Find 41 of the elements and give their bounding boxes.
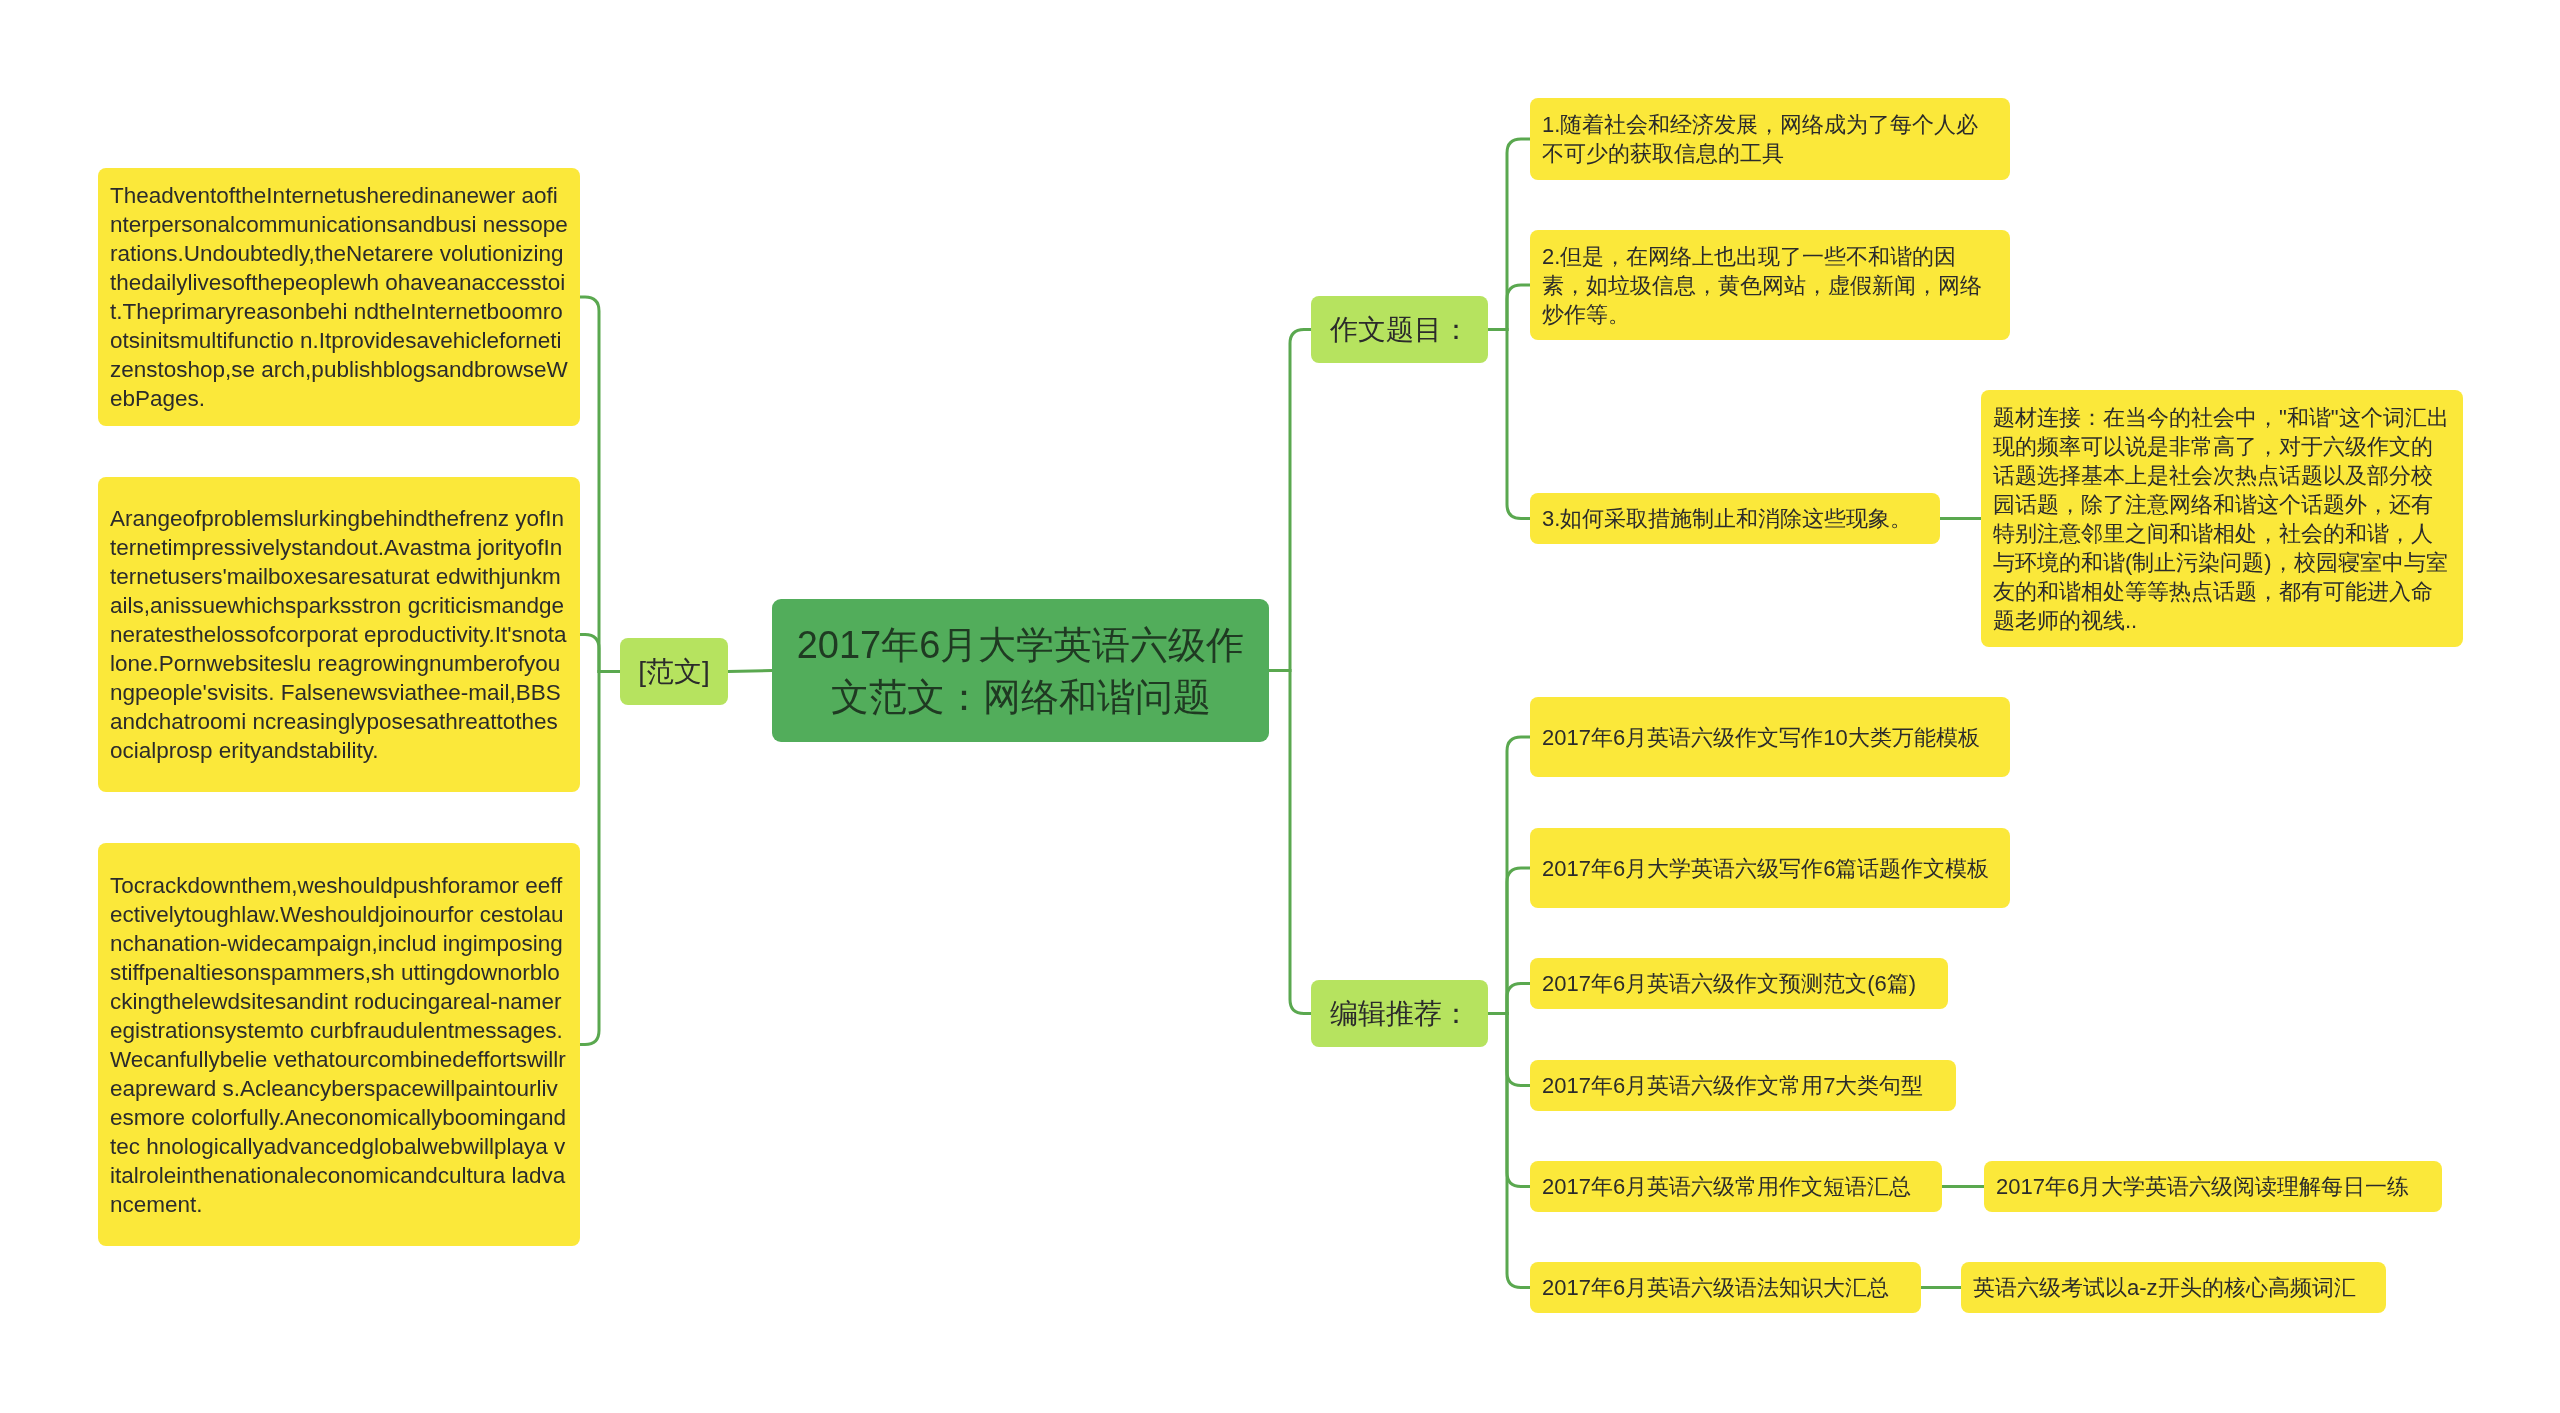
node-text: 2017年6月大学英语六级作文范文：网络和谐问题 [795, 622, 1246, 720]
node-text: 2017年6月大学英语六级写作6篇话题作文模板 [1542, 854, 1991, 883]
central-topic-box [772, 599, 1269, 742]
node-text: 2017年6月英语六级作文常用7大类句型 [1542, 1072, 1925, 1100]
subtopic-box [1530, 230, 2010, 340]
subtopic-box [1530, 958, 1948, 1009]
node-text: TheadventoftheInternetusheredinanewer aofinterpersonalcommunicationsandbusi nessoperations.Undoubtedly,theNetarere volutionizingthedailylivesofthepeoplewh ohaveanaccesstoit.Theprimaryreasonbehi ndtheInternetboomrootsinitsmultifunctio n.Itprovidesavehiclefornetizenstoshop,se arch,publishblogsandbrowseWebPages. [110, 182, 568, 413]
branch-topic-box [1311, 980, 1488, 1047]
subtopic-box [1530, 828, 2010, 908]
subtopic-box [1530, 493, 1940, 544]
node-text: 3.如何采取措施制止和消除这些现象。 [1542, 505, 1914, 533]
node-text: 2017年6月英语六级作文写作10大类万能模板 [1542, 723, 1981, 752]
node-text: Arangeofproblemslurkingbehindthefrenz yofInternetimpressivelystandout.Avastma jorityofInternetusers'mailboxesaresaturat edwithjunkmails,anissuewhichsparksstron gcriticismandgeneratesthelossofcorporat eproductivity.It'snotalone.Pornwebsiteslu reagrowingnumberofyoungpeople'svisits. Falsenewsviathee-mail,BBSandchatroomi ncreasinglyposesathreattothesocialprosp erityandstability. [110, 505, 568, 765]
subtopic-box [1984, 1161, 2442, 1212]
subtopic-box [1530, 1161, 1942, 1212]
node-text: 1.随着社会和经济发展，网络成为了每个人必不可少的获取信息的工具 [1542, 111, 1980, 168]
subtopic-box [1530, 1262, 1921, 1313]
branch-topic-box [620, 638, 728, 705]
subtopic-box [1961, 1262, 2386, 1313]
node-text: 2017年6月英语六级常用作文短语汇总 [1542, 1173, 1913, 1201]
node-text: 编辑推荐： [1328, 996, 1471, 1031]
node-text: 2017年6月英语六级语法知识大汇总 [1542, 1274, 1891, 1302]
node-text: Tocrackdownthem,weshouldpushforamor eeffectivelytoughlaw.Weshouldjoinourfor cestolaunchanation-widecampaign,includ ingimposingstiffpenaltiesonspammers,sh uttingdownorblockingthelewdsitesandint roducingareal-nameregistrationsystemto curbfraudulentmessages.Wecanfullybelie vethatourcombinedeffortswillreapreward s.Acleancyberspacewillpaintourlivesmore colorfully.Aneconomicallyboomingandtec hnologicallyadvancedglobalwebwillplaya vitalroleinthenationaleconomicandcultura ladvancement. [110, 871, 568, 1219]
node-text: 2017年6月大学英语六级阅读理解每日一练 [1996, 1173, 2411, 1201]
node-text: 2017年6月英语六级作文预测范文(6篇) [1542, 970, 1918, 998]
node-text: 英语六级考试以a-z开头的核心高频词汇 [1973, 1274, 2357, 1302]
node-text: 题材连接：在当今的社会中，"和谐"这个词汇出现的频率可以说是非常高了，对于六级作文的话题选择基本上是社会次热点话题以及部分校园话题，除了注意网络和谐这个话题外，还有特别注意邻里之间和谐相处，社会的和谐，人与环境的和谐(制止污染问题)，校园寝室中与室友的和谐相处等等热点话题，都有可能进入命题老师的视线.. [1993, 403, 2450, 635]
subtopic-box [1530, 98, 2010, 180]
node-text: 2.但是，在网络上也出现了一些不和谐的因素，如垃圾信息，黄色网站，虚假新闻，网络炒作等。 [1542, 242, 1983, 329]
connector-line [727, 669, 773, 673]
subtopic-box [1530, 697, 2010, 777]
connector-line [1942, 1185, 1984, 1188]
connector-line [1940, 517, 1981, 520]
node-text: [范文] [637, 654, 711, 689]
subtopic-box [98, 843, 580, 1246]
branch-topic-box [1311, 296, 1488, 363]
connector-line [1488, 328, 1530, 520]
subtopic-box [1530, 1060, 1956, 1111]
connector-line [1921, 1286, 1961, 1289]
subtopic-box [98, 477, 580, 792]
node-text: 作文题目： [1328, 312, 1471, 347]
